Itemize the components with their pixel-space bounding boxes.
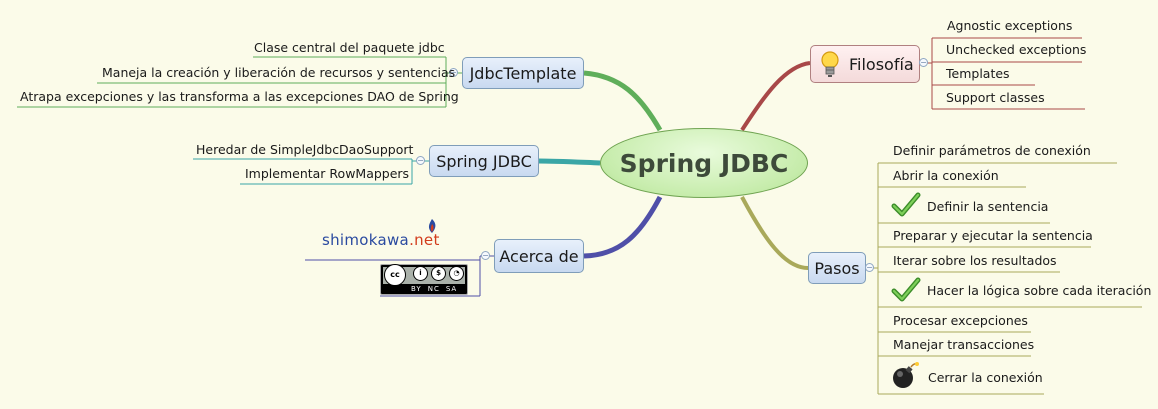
- topic-acerca-de[interactable]: Acerca de: [494, 239, 584, 273]
- checkmark-icon: [891, 192, 921, 217]
- creative-commons-badge: cc i $ ◔ BY NC SA: [380, 264, 468, 295]
- flame-icon: [428, 219, 436, 233]
- edge-jdbctemplate: [583, 70, 663, 132]
- central-topic[interactable]: Spring JDBC: [600, 128, 808, 198]
- leaf-filosofia-1[interactable]: Agnostic exceptions: [947, 18, 1073, 33]
- collapse-toggle-spring-jdbc[interactable]: −: [416, 156, 425, 165]
- cc-icon: cc: [384, 264, 406, 286]
- edge-pasos: [740, 196, 809, 270]
- noncommercial-icon: $: [431, 266, 446, 281]
- leaf-pasos-8[interactable]: Manejar transacciones: [893, 337, 1035, 352]
- collapse-toggle-pasos[interactable]: −: [865, 263, 874, 272]
- cc-label-sa: SA: [445, 285, 458, 293]
- edge-filosofia: [740, 61, 811, 132]
- leaf-pasos-5[interactable]: Iterar sobre los resultados: [893, 253, 1057, 268]
- shimokawa-logo: shimokawa.net: [322, 231, 440, 249]
- leaf-jdbctemplate-1[interactable]: Clase central del paquete jdbc: [254, 40, 445, 55]
- lightbulb-icon: [821, 51, 839, 77]
- leaf-pasos-3[interactable]: Definir la sentencia: [927, 199, 1049, 214]
- cc-label-nc: NC: [427, 285, 440, 293]
- collapse-toggle-filosofia[interactable]: −: [919, 58, 928, 67]
- topic-jdbctemplate[interactable]: JdbcTemplate: [462, 57, 584, 89]
- leaf-filosofia-2[interactable]: Unchecked exceptions: [946, 42, 1087, 57]
- leaf-pasos-4[interactable]: Preparar y ejecutar la sentencia: [893, 228, 1093, 243]
- leaf-pasos-2[interactable]: Abrir la conexión: [893, 168, 999, 183]
- topic-acerca-de-label: Acerca de: [499, 246, 579, 266]
- leaf-jdbctemplate-3[interactable]: Atrapa excepciones y las transforma a la…: [20, 89, 459, 104]
- topic-pasos[interactable]: Pasos: [808, 252, 866, 284]
- topic-filosofia-label: Filosofía: [849, 54, 914, 74]
- leaf-spring-jdbc-2[interactable]: Implementar RowMappers: [245, 166, 410, 181]
- cc-label-by: BY: [411, 285, 422, 293]
- leaf-filosofia-3[interactable]: Templates: [946, 66, 1010, 81]
- bomb-icon: [893, 362, 919, 388]
- leaf-filosofia-4[interactable]: Support classes: [946, 90, 1045, 105]
- leaf-pasos-1[interactable]: Definir parámetros de conexión: [893, 143, 1091, 158]
- leaf-spring-jdbc-1[interactable]: Heredar de SimpleJdbcDaoSupport: [196, 142, 414, 157]
- collapse-toggle-acerca-de[interactable]: −: [481, 251, 490, 260]
- collapse-toggle-jdbctemplate[interactable]: −: [449, 68, 458, 77]
- attribution-icon: i: [413, 266, 428, 281]
- topic-spring-jdbc-label: Spring JDBC: [436, 151, 532, 171]
- edge-acerca: [583, 195, 663, 259]
- checkmark-icon: [891, 277, 921, 302]
- leaf-pasos-9[interactable]: Cerrar la conexión: [928, 370, 1043, 385]
- topic-pasos-label: Pasos: [814, 258, 860, 278]
- topic-filosofia[interactable]: Filosofía: [810, 45, 920, 83]
- edge-spring-jdbc: [537, 158, 601, 166]
- leaf-pasos-6[interactable]: Hacer la lógica sobre cada iteración: [927, 283, 1152, 298]
- logo-text-domain: .net: [409, 231, 440, 249]
- leaf-jdbctemplate-2[interactable]: Maneja la creación y liberación de recur…: [102, 65, 456, 80]
- topic-spring-jdbc[interactable]: Spring JDBC: [429, 145, 539, 177]
- leaf-pasos-7[interactable]: Procesar excepciones: [893, 313, 1028, 328]
- logo-text-main: shimokawa: [322, 231, 410, 249]
- sharealike-icon: ◔: [449, 266, 464, 281]
- topic-jdbctemplate-label: JdbcTemplate: [469, 63, 577, 83]
